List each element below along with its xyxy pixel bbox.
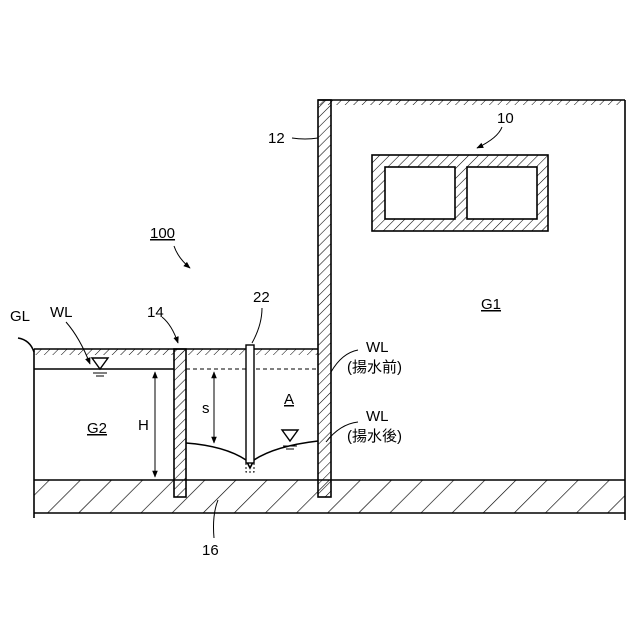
label-after-pumping: (揚水後): [347, 428, 402, 445]
leader-22: [252, 308, 262, 343]
sheet-pile-14: [174, 349, 186, 497]
ref-label-100: 100: [150, 225, 175, 242]
leader-wl-left: [66, 322, 90, 364]
well-22-pipe: [246, 345, 254, 463]
ref-label-16: 16: [202, 542, 219, 559]
label-wl-left: WL: [50, 304, 73, 321]
leader-100: [174, 246, 190, 268]
label-wl-after: WL: [366, 408, 389, 425]
structure-10-cell-right: [467, 167, 537, 219]
structure-10-cell-left: [385, 167, 455, 219]
gl-line-left-end: [18, 338, 34, 352]
leader-10: [477, 127, 502, 148]
label-area-a: A: [284, 391, 294, 408]
leader-14: [162, 317, 178, 343]
water-level-symbol-after: [282, 430, 298, 449]
ref-label-12: 12: [268, 130, 285, 147]
stratum-16-hatch: [34, 480, 625, 513]
ref-label-14: 14: [147, 304, 164, 321]
label-g2: G2: [87, 420, 107, 437]
label-g1: G1: [481, 296, 501, 313]
ref-label-22: 22: [253, 289, 270, 306]
label-dimension-s: s: [202, 400, 210, 417]
retaining-wall-12: [318, 100, 331, 497]
label-wl-before: WL: [366, 339, 389, 356]
stratum-16: [34, 480, 625, 520]
label-dimension-h: H: [138, 417, 149, 434]
well-22: [246, 345, 254, 472]
structure-10: [372, 155, 548, 231]
leader-12: [292, 138, 318, 139]
label-gl: GL: [10, 308, 30, 325]
ref-label-10: 10: [497, 110, 514, 127]
label-before-pumping: (揚水前): [347, 359, 402, 376]
water-level-symbol-left: [92, 358, 108, 376]
